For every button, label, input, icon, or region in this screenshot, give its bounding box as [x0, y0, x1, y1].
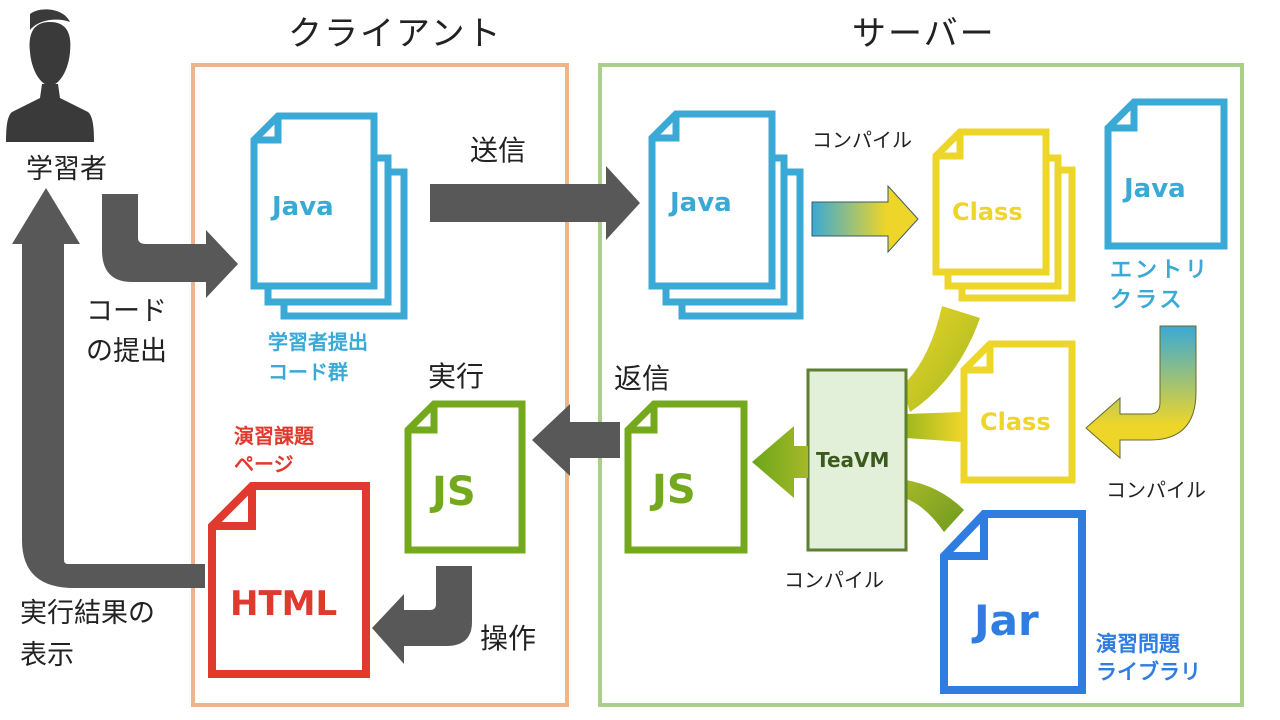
learner-label: 学習者 [26, 154, 107, 185]
submit-label-line1: コード [86, 296, 167, 327]
client-js-doc-label: JS [432, 469, 476, 515]
server-java-stack-icon [648, 110, 804, 320]
client-java-doc-label: Java [272, 192, 334, 222]
run-label: 実行 [428, 360, 485, 393]
html-caption-line2: ページ [234, 452, 294, 476]
jar-caption-line1: 演習問題 [1096, 632, 1180, 656]
html-doc-label: HTML [230, 584, 338, 624]
entry-compile-arrow [1085, 325, 1197, 460]
result-label-line1: 実行結果の [20, 598, 155, 629]
result-display-arrow [12, 188, 205, 588]
person-icon [6, 9, 94, 142]
class-to-teavm-arrow [902, 306, 980, 412]
client-title: クライアント [288, 14, 503, 54]
client-js-doc-icon [404, 400, 526, 554]
server-title: サーバー [852, 14, 996, 54]
entry-class-to-teavm-arrow [906, 412, 962, 442]
send-label: 送信 [470, 134, 527, 167]
server-class-stack-icon [932, 128, 1076, 302]
entry-class-doc-label: Class [980, 408, 1051, 436]
submit-label-line2: の提出 [86, 336, 167, 367]
server-js-doc-icon [624, 400, 748, 554]
compile-top-label: コンパイル [812, 128, 912, 152]
send-arrow [430, 166, 640, 240]
client-java-caption-line1: 学習者提出 [268, 330, 368, 354]
entry-java-doc-label: Java [1124, 174, 1186, 204]
compile-right-label: コンパイル [1106, 478, 1206, 502]
operate-label: 操作 [480, 622, 537, 655]
teavm-output-arrow [752, 426, 808, 498]
server-java-doc-label: Java [670, 188, 732, 218]
return-label: 返信 [614, 362, 671, 395]
compile-arrow [811, 184, 919, 254]
entry-class-doc-icon [960, 340, 1076, 484]
client-frame [191, 63, 569, 707]
operate-arrow [372, 566, 472, 664]
return-arrow [532, 404, 620, 476]
html-doc-icon [208, 482, 370, 678]
jar-caption-line2: ライブラリ [1096, 660, 1201, 684]
server-class-doc-label: Class [952, 198, 1023, 226]
jar-doc-icon [940, 510, 1086, 694]
html-caption-line1: 演習課題 [234, 424, 314, 448]
result-label-line2: 表示 [20, 640, 74, 671]
jar-to-teavm-arrow [904, 480, 964, 532]
client-java-caption-line2: コード群 [268, 360, 348, 384]
entry-java-doc-icon [1104, 98, 1228, 250]
jar-doc-label: Jar [974, 596, 1039, 645]
entry-caption-line2: クラス [1110, 288, 1185, 313]
entry-caption-line1: エントリ [1110, 258, 1211, 283]
client-java-stack-icon [250, 112, 408, 320]
submit-arrow [102, 194, 238, 298]
server-frame [598, 63, 1244, 707]
teavm-box [806, 368, 908, 552]
teavm-label: TeaVM [816, 448, 890, 472]
compile-bottom-label: コンパイル [784, 568, 884, 592]
server-js-doc-label: JS [652, 467, 696, 513]
